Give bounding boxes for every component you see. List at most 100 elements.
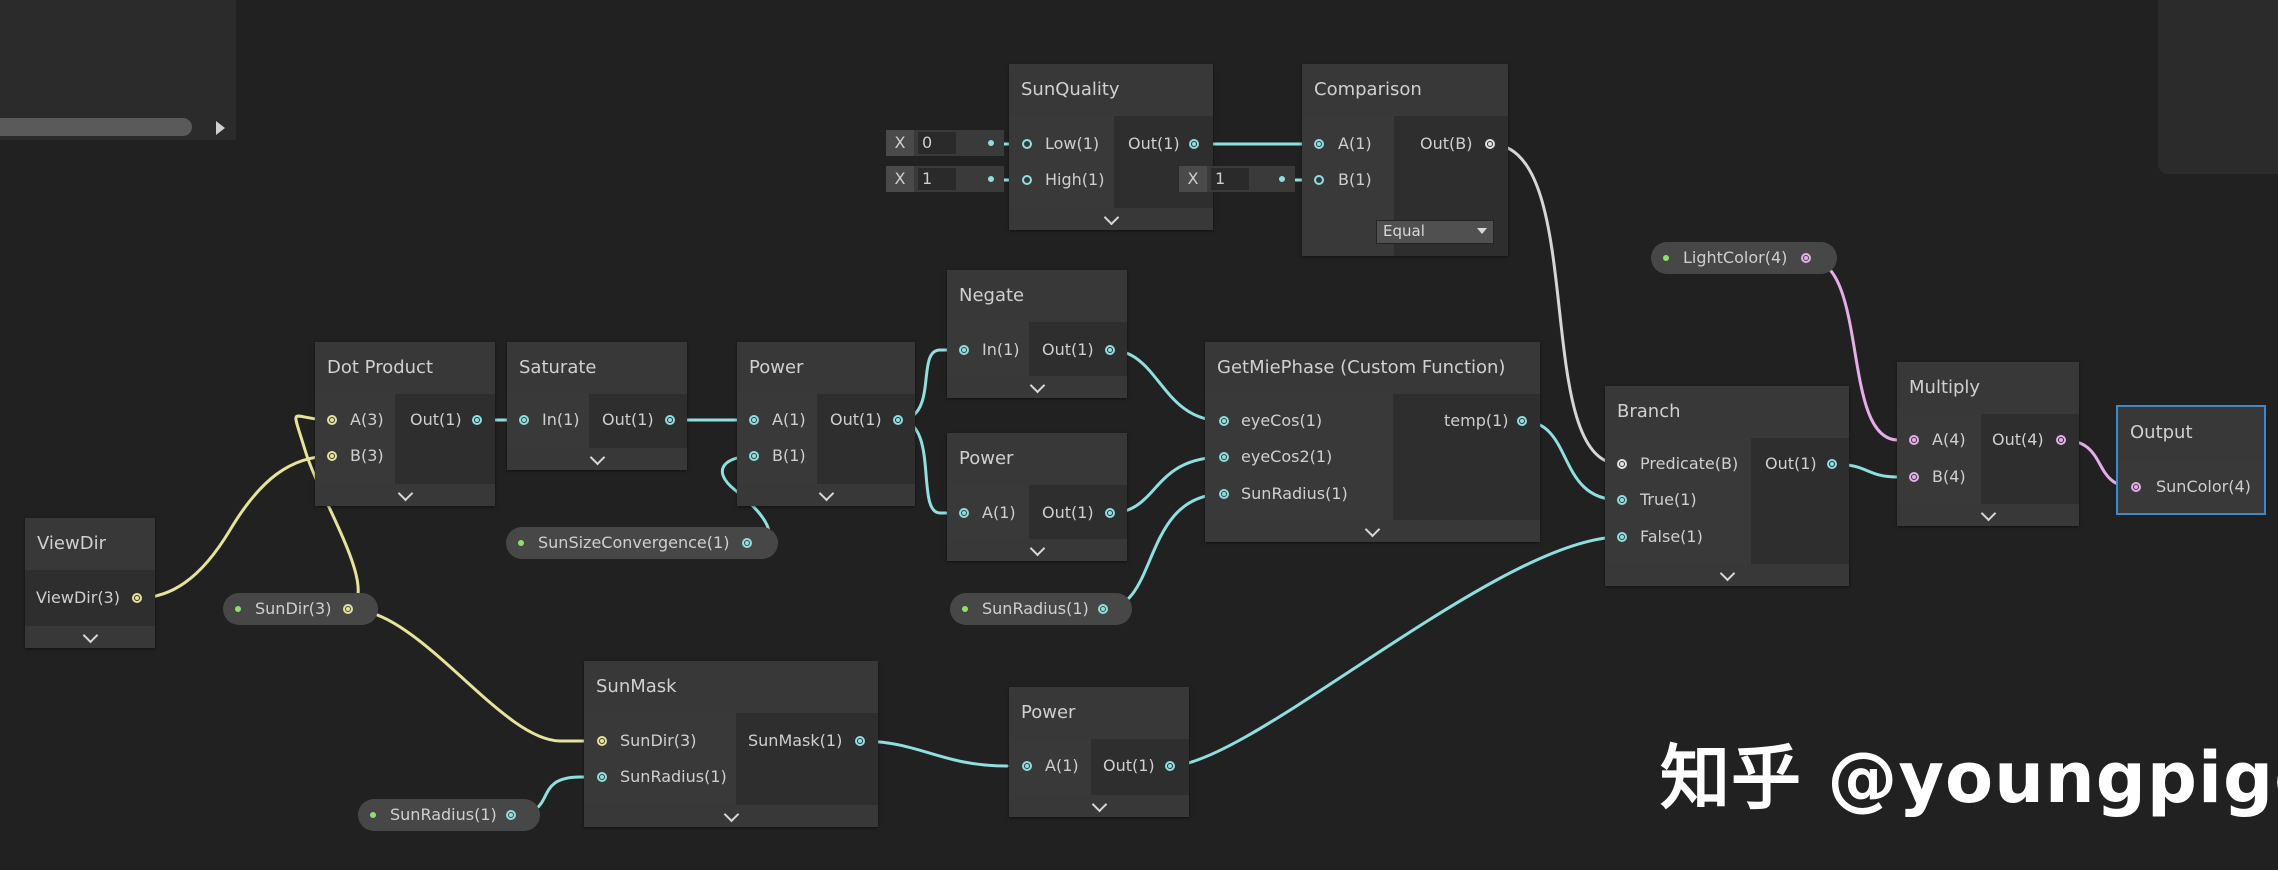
power2-a-port[interactable] (959, 508, 969, 518)
comparison-out-port[interactable] (1485, 139, 1495, 149)
property-output-port[interactable] (1801, 253, 1811, 263)
negate-in-port[interactable] (959, 345, 969, 355)
property-label: SunRadius(1) (982, 599, 1089, 618)
collapse-button[interactable] (315, 484, 495, 506)
chevron-down-icon (1980, 505, 1996, 522)
property-output-port[interactable] (1098, 604, 1108, 614)
saturate-out-port[interactable] (665, 415, 675, 425)
dot-product-b-port[interactable] (327, 451, 337, 461)
collapse-button[interactable] (947, 539, 1127, 561)
property-indicator-icon (370, 812, 376, 818)
b-value-input[interactable]: 1 (1211, 168, 1249, 190)
collapse-button[interactable] (1605, 564, 1849, 586)
sunsize-property[interactable]: SunSizeConvergence(1) (506, 527, 778, 559)
power-node-2[interactable]: Power (947, 433, 1127, 561)
collapse-button[interactable] (947, 376, 1127, 398)
saturate-out-label: Out(1) (602, 410, 654, 429)
power3-a-port[interactable] (1022, 761, 1032, 771)
sunmask-node[interactable]: SunMask (584, 661, 878, 827)
saturate-in-port[interactable] (519, 415, 529, 425)
comparison-a-port[interactable] (1314, 139, 1324, 149)
power-b-port[interactable] (749, 451, 759, 461)
comparison-b-port[interactable] (1314, 175, 1324, 185)
wire-viewdir-to-dot-b (136, 454, 334, 600)
sunmask-out-port[interactable] (855, 736, 865, 746)
collapse-button[interactable] (507, 448, 687, 470)
property-label: SunRadius(1) (390, 805, 497, 824)
multiply-node[interactable]: Multiply (1897, 362, 2079, 526)
property-output-port[interactable] (742, 538, 752, 548)
top-right-panel (2158, 0, 2278, 174)
collapse-button[interactable] (1009, 208, 1213, 230)
multiply-out-port[interactable] (2056, 435, 2066, 445)
branch-true-label: True(1) (1640, 490, 1697, 509)
branch-predicate-port[interactable] (1617, 459, 1627, 469)
miephase-sunradius-port[interactable] (1219, 489, 1229, 499)
sunquality-node[interactable]: SunQuality (1009, 64, 1213, 230)
scroll-right-icon[interactable] (216, 121, 225, 135)
high-value-input[interactable]: 1 (918, 168, 956, 190)
comparison-node[interactable]: Comparison Equal (1302, 64, 1508, 256)
viewdir-output-port[interactable] (132, 593, 142, 603)
miephase-node[interactable]: GetMiePhase (Custom Function) (1205, 342, 1540, 542)
top-left-panel (0, 0, 236, 140)
sunmask-sundir-port[interactable] (597, 736, 607, 746)
miephase-eyecos-port[interactable] (1219, 416, 1229, 426)
sunquality-out-port[interactable] (1189, 139, 1199, 149)
negate-node[interactable]: Negate (947, 270, 1127, 398)
viewdir-node[interactable]: ViewDir (25, 518, 155, 648)
power-a-port[interactable] (749, 415, 759, 425)
collapse-button[interactable] (737, 484, 915, 506)
power-node-3[interactable]: Power (1009, 687, 1189, 817)
branch-true-port[interactable] (1617, 495, 1627, 505)
lightcolor-property[interactable]: LightColor(4) (1651, 242, 1837, 274)
collapse-button[interactable] (25, 626, 155, 648)
sunquality-high-port[interactable] (1022, 175, 1032, 185)
power2-out-label: Out(1) (1042, 503, 1094, 522)
branch-false-port[interactable] (1617, 532, 1627, 542)
power3-a-label: A(1) (1045, 756, 1079, 775)
collapse-button[interactable] (1009, 795, 1189, 817)
dot-product-node[interactable]: Dot Product (315, 342, 495, 506)
property-output-port[interactable] (343, 604, 353, 614)
node-title: Saturate (507, 342, 687, 394)
branch-out-port[interactable] (1827, 459, 1837, 469)
watermark-text: 知乎 @youngpigg (1660, 737, 2278, 819)
sunmask-sunradius-port[interactable] (597, 772, 607, 782)
collapse-button[interactable] (1205, 520, 1540, 542)
high-value-field[interactable]: X 1 (886, 166, 1004, 192)
node-title: SunMask (584, 661, 878, 713)
output-suncolor-port[interactable] (2131, 482, 2141, 492)
sundir-property[interactable]: SunDir(3) (223, 593, 378, 625)
dot-product-a-port[interactable] (327, 415, 337, 425)
sunquality-low-port[interactable] (1022, 139, 1032, 149)
property-output-port[interactable] (506, 810, 516, 820)
negate-out-port[interactable] (1105, 345, 1115, 355)
power-out-label: Out(1) (830, 410, 882, 429)
power-node[interactable]: Power (737, 342, 915, 506)
comparison-mode-dropdown[interactable]: Equal (1376, 220, 1494, 244)
dot-product-out-port[interactable] (472, 415, 482, 425)
saturate-node[interactable]: Saturate (507, 342, 687, 470)
field-connector (988, 176, 994, 182)
sunradius-property[interactable]: SunRadius(1) (950, 593, 1132, 625)
power3-out-port[interactable] (1165, 761, 1175, 771)
low-value-field[interactable]: X 0 (886, 130, 1004, 156)
branch-false-label: False(1) (1640, 527, 1703, 546)
multiply-b-label: B(4) (1932, 467, 1966, 486)
power2-out-port[interactable] (1105, 508, 1115, 518)
sunradius-property-2[interactable]: SunRadius(1) (358, 799, 540, 831)
low-value-input[interactable]: 0 (918, 132, 956, 154)
multiply-b-port[interactable] (1909, 472, 1919, 482)
miephase-out-port[interactable] (1517, 416, 1527, 426)
branch-node[interactable]: Branch (1605, 386, 1849, 586)
collapse-button[interactable] (1897, 504, 2079, 526)
power-out-port[interactable] (893, 415, 903, 425)
horizontal-scrollbar[interactable] (0, 118, 192, 136)
power-b-label: B(1) (772, 446, 806, 465)
collapse-button[interactable] (584, 805, 878, 827)
miephase-eyecos2-port[interactable] (1219, 452, 1229, 462)
output-node[interactable]: Output (2116, 405, 2266, 515)
comparison-b-field[interactable]: X 1 (1179, 166, 1295, 192)
multiply-a-port[interactable] (1909, 435, 1919, 445)
